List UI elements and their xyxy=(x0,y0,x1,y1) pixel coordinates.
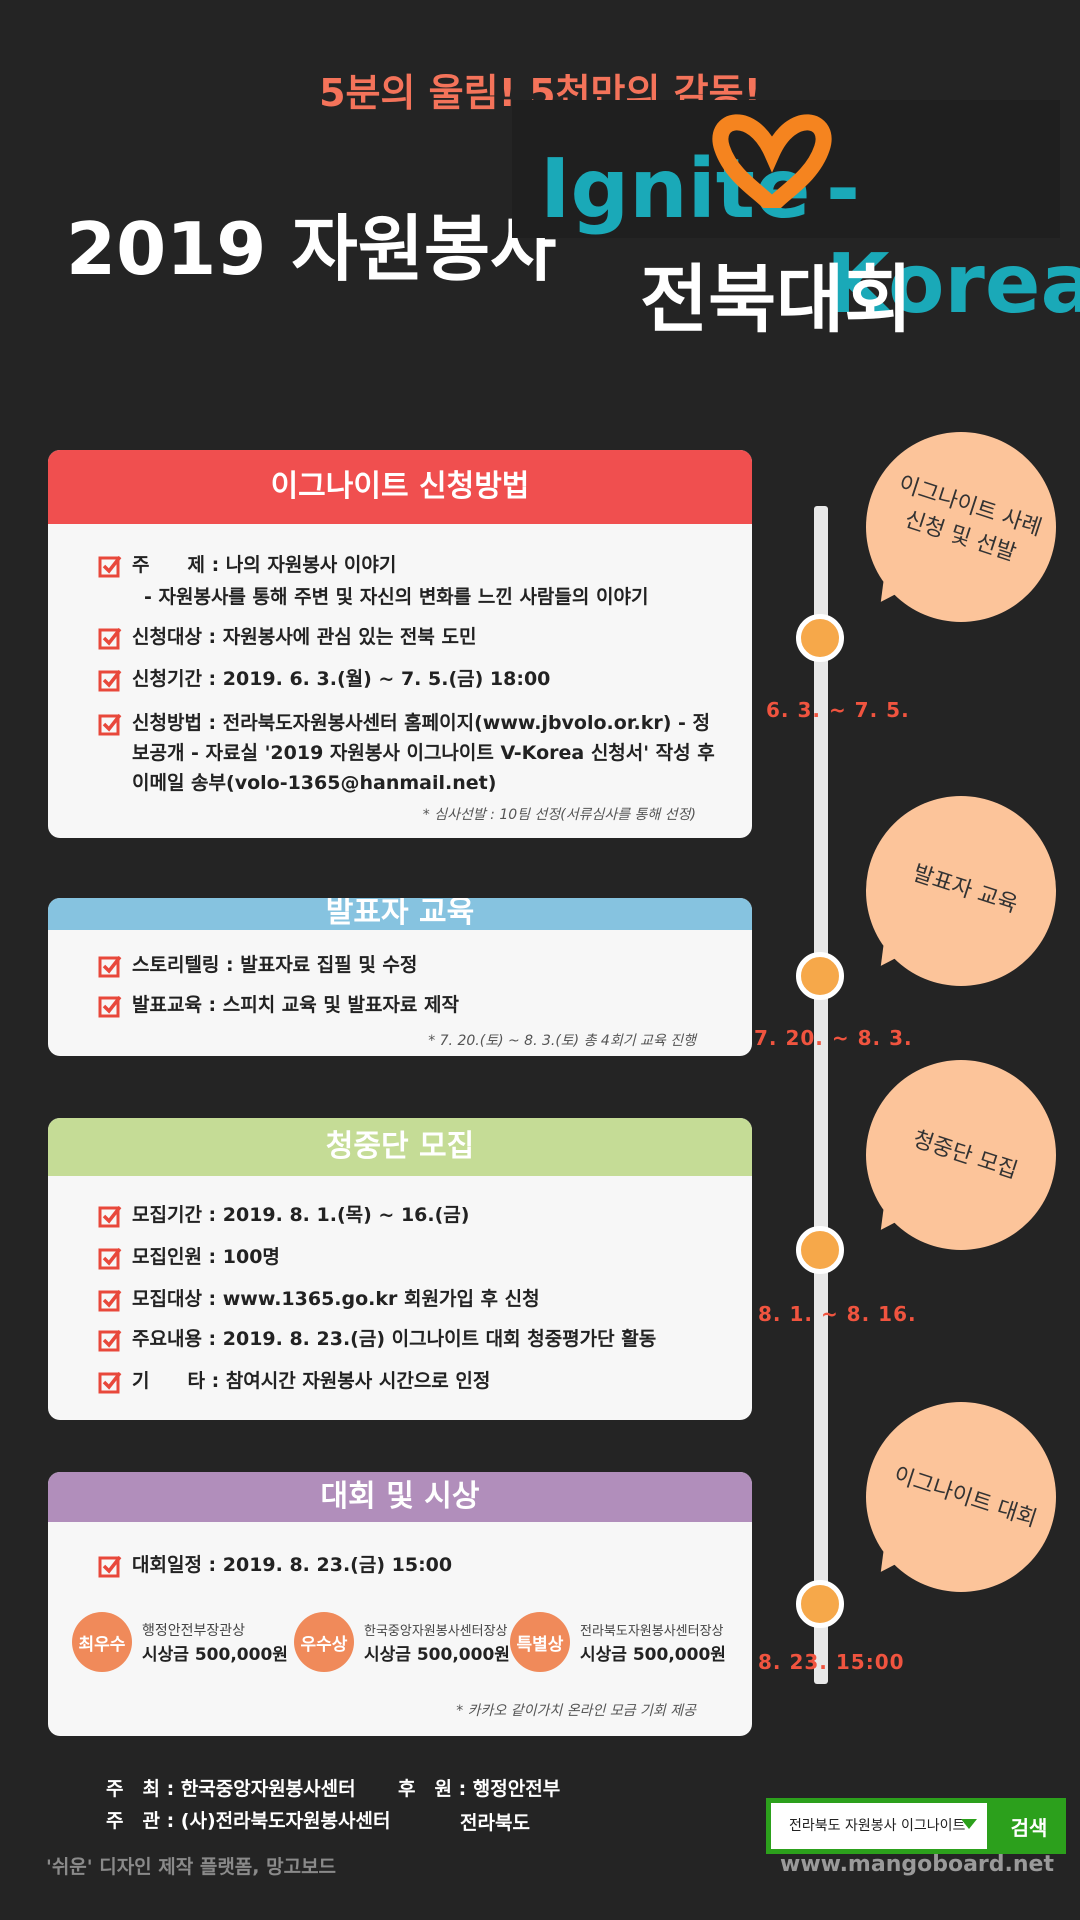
item-recruit-target: 모집대상 : www.1365.go.kr 회원가입 후 신청 xyxy=(132,1288,540,1310)
footer-credit: '쉬운' 디자인 제작 플랫폼, 망고보드 xyxy=(46,1856,337,1878)
item-topic-detail: - 자원봉사를 통해 주변 및 자신의 변화를 느낀 사람들의 이야기 xyxy=(144,586,649,608)
timeline-bubble-4 xyxy=(866,1402,1056,1592)
item-recruit-content: 주요내용 : 2019. 8. 23.(금) 이그나이트 대회 청중평가단 활동 xyxy=(132,1328,657,1350)
item-target: 신청대상 : 자원봉사에 관심 있는 전북 도민 xyxy=(132,626,477,648)
card-audience: 청중단 모집 모집기간 : 2019. 8. 1.(목) ~ 16.(금) 모집… xyxy=(48,1118,752,1420)
card-application: 이그나이트 신청방법 주 제 : 나의 자원봉사 이야기 - 자원봉사를 통해 … xyxy=(48,450,752,838)
item-method-3: 이메일 송부(volo-1365@hanmail.net) xyxy=(132,772,497,794)
item-recruit-count: 모집인원 : 100명 xyxy=(132,1246,280,1268)
timeline-dot-1 xyxy=(796,614,844,662)
timeline-dot-2 xyxy=(796,952,844,1000)
event-subtitle: 전북대회 xyxy=(640,257,913,343)
checkbox-icon xyxy=(98,1205,122,1228)
footer-sponsor: 후 원 : 행정안전부 xyxy=(398,1778,561,1800)
footer-host: 주 최 : 한국중앙자원봉사센터 xyxy=(106,1778,356,1800)
item-storytelling: 스토리텔링 : 발표자료 집필 및 수정 xyxy=(132,954,418,976)
item-presentation: 발표교육 : 스피치 교육 및 발표자료 제작 xyxy=(132,994,459,1016)
timeline-date-4: 8. 23. 15:00 xyxy=(758,1650,905,1674)
checkbox-icon xyxy=(98,669,122,692)
timeline-date-1: 6. 3. ~ 7. 5. xyxy=(766,698,910,722)
footer-organizer: 주 관 : (사)전라북도자원봉사센터 xyxy=(106,1810,391,1832)
timeline-dot-3 xyxy=(796,1226,844,1274)
footer-sponsor-2: 전라북도 xyxy=(460,1812,530,1834)
award-badge-excellence: 우수상 xyxy=(294,1612,354,1672)
checkbox-icon xyxy=(98,1371,122,1394)
card-heading: 이그나이트 신청방법 xyxy=(48,450,752,524)
search-button[interactable]: 검색 xyxy=(992,1798,1066,1854)
card-heading: 대회 및 시상 xyxy=(48,1472,752,1522)
chevron-down-icon[interactable] xyxy=(961,1819,977,1829)
card-heading: 청중단 모집 xyxy=(48,1118,752,1176)
award-prize: 시상금 500,000원 xyxy=(364,1645,510,1665)
search-input[interactable]: 전라북도 자원봉사 이그나이트 xyxy=(766,1798,992,1854)
timeline-line xyxy=(814,506,828,1684)
card-note: * 카카오 같이가치 온라인 모금 기회 제공 xyxy=(456,1703,696,1719)
card-training: 발표자 교육 스토리텔링 : 발표자료 집필 및 수정 발표교육 : 스피치 교… xyxy=(48,898,752,1056)
checkbox-icon xyxy=(98,1555,122,1578)
award-desc: 전라북도자원봉사센터장상 xyxy=(580,1624,724,1639)
card-note: * 7. 20.(토) ~ 8. 3.(토) 총 4회기 교육 진행 xyxy=(428,1033,696,1049)
checkbox-icon xyxy=(98,995,122,1018)
award-prize: 시상금 500,000원 xyxy=(580,1645,726,1665)
item-method-1: 신청방법 : 전라북도자원봉사센터 홈페이지(www.jbvolo.or.kr)… xyxy=(132,712,710,734)
award-desc: 한국중앙자원봉사센터장상 xyxy=(364,1624,508,1639)
footer-site[interactable]: www.mangoboard.net xyxy=(780,1852,1054,1877)
checkbox-icon xyxy=(98,1289,122,1312)
award-badge-special: 특별상 xyxy=(510,1612,570,1672)
timeline-bubble-2 xyxy=(866,796,1056,986)
search-input-value: 전라북도 자원봉사 이그나이트 xyxy=(789,1818,966,1834)
v-heart-logo-icon xyxy=(712,114,832,208)
logo-text-2: - Korea xyxy=(826,142,1080,332)
card-note: * 심사선발 : 10팀 선정(서류심사를 통해 선정) xyxy=(422,807,696,823)
timeline-bubble-3 xyxy=(866,1060,1056,1250)
timeline-bubble-1 xyxy=(866,432,1056,622)
item-topic: 주 제 : 나의 자원봉사 이야기 xyxy=(132,554,397,576)
item-period: 신청기간 : 2019. 6. 3.(월) ~ 7. 5.(금) 18:00 xyxy=(132,668,551,690)
timeline-date-3: 8. 1. ~ 8. 16. xyxy=(758,1302,917,1326)
checkbox-icon xyxy=(98,555,122,578)
item-recruit-period: 모집기간 : 2019. 8. 1.(목) ~ 16.(금) xyxy=(132,1204,470,1226)
page-title: 2019 자원봉사 xyxy=(66,207,557,291)
item-method-2: 보공개 - 자료실 '2019 자원봉사 이그나이트 V-Korea 신청서' … xyxy=(132,742,715,764)
award-badge-grand: 최우수 xyxy=(72,1612,132,1672)
award-prize: 시상금 500,000원 xyxy=(142,1645,288,1665)
timeline-date-2: 7. 20. ~ 8. 3. xyxy=(754,1026,913,1050)
timeline-dot-4 xyxy=(796,1580,844,1628)
checkbox-icon xyxy=(98,713,122,736)
award-desc: 행정안전부장관상 xyxy=(142,1623,246,1639)
checkbox-icon xyxy=(98,627,122,650)
card-heading: 발표자 교육 xyxy=(48,898,752,930)
checkbox-icon xyxy=(98,1329,122,1352)
card-competition: 대회 및 시상 대회일정 : 2019. 8. 23.(금) 15:00 최우수… xyxy=(48,1472,752,1736)
checkbox-icon xyxy=(98,1247,122,1270)
item-recruit-etc: 기 타 : 참여시간 자원봉사 시간으로 인정 xyxy=(132,1370,491,1392)
item-schedule: 대회일정 : 2019. 8. 23.(금) 15:00 xyxy=(132,1554,453,1576)
checkbox-icon xyxy=(98,955,122,978)
